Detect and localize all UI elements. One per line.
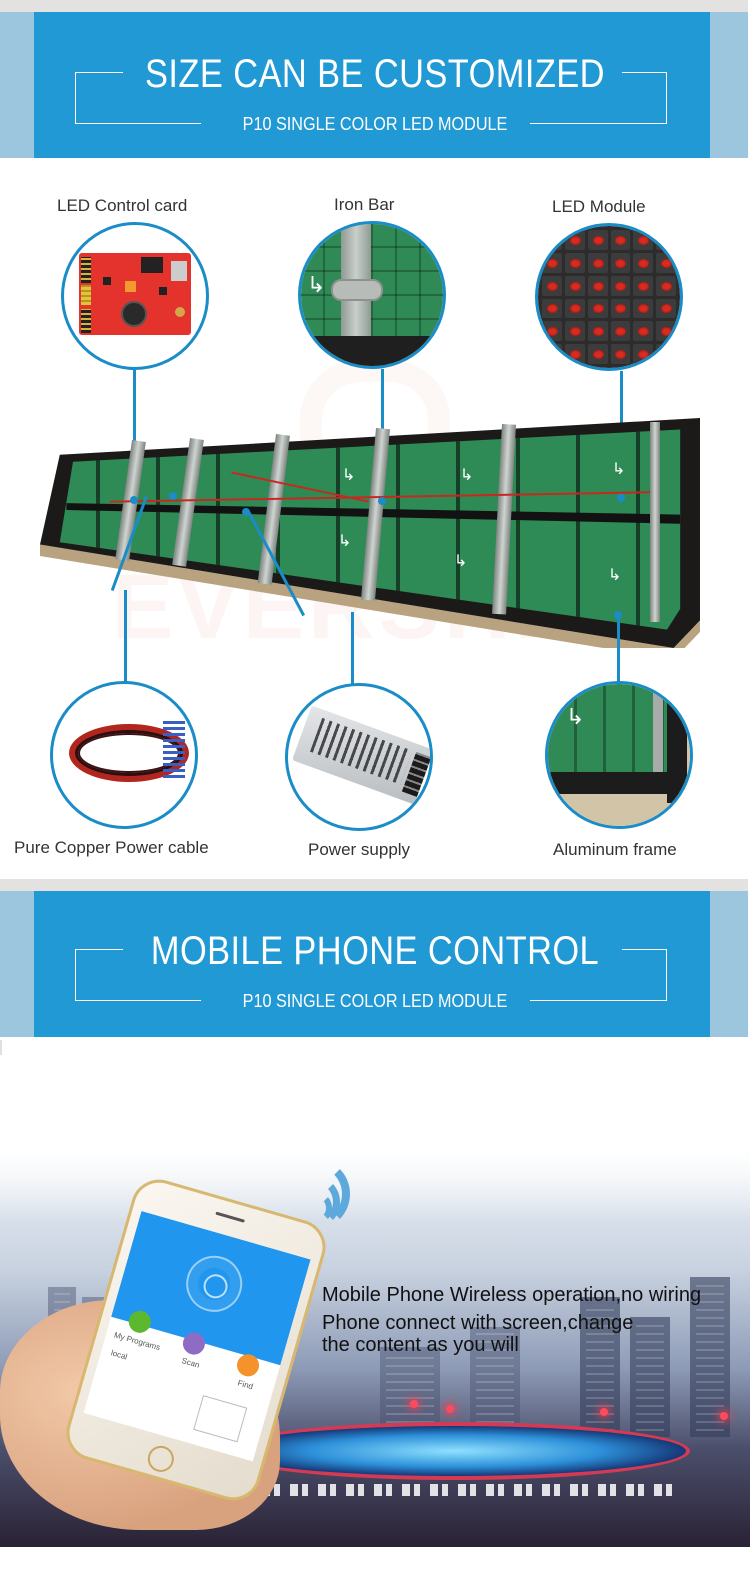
label-control-card: LED Control card [57,196,188,215]
aluminum-rail [650,422,660,622]
arrow-icon: ↳ [338,533,352,550]
connector-line [133,370,136,470]
iron-bar-image: ↳ [298,221,446,369]
control-card-image [61,222,209,370]
connector-line [351,612,354,684]
label-iron-bar: Iron Bar [334,195,395,214]
psu-box [292,705,430,805]
psu-terminals [401,752,430,797]
pin-header [81,257,91,283]
find-label: Find [236,1378,255,1392]
banner-main [34,891,710,1037]
label-led-module: LED Module [552,197,646,216]
page-bottom [0,1547,750,1569]
feature-line-3: the content as you will [322,1334,519,1356]
arrow-icon: ↳ [612,461,626,478]
connector-dot [242,508,250,516]
banner-frame-line [622,949,667,1000]
banner-top-strip [0,0,748,12]
banner-side-left [0,891,34,1037]
banner-frame-line [75,1000,201,1001]
usb-port [171,261,187,281]
my-programs-label: My Programs [113,1330,162,1353]
connector-dot [378,497,386,505]
arrow-icon: ↳ [454,553,468,570]
red-light [720,1412,728,1420]
size-banner: SIZE CAN BE CUSTOMIZED P10 SINGLE COLOR … [0,0,750,160]
banner-frame-line [530,123,667,124]
banner-title: SIZE CAN BE CUSTOMIZED [145,52,605,96]
bar-clamp [331,279,383,301]
frame-horizontal [548,772,679,795]
red-light [446,1405,454,1413]
divider [0,1040,2,1055]
arrow-icon: ↳ [342,467,356,484]
local-label: local [109,1348,129,1362]
label-aluminum-frame: Aluminum frame [553,840,677,859]
frame-edge [301,336,443,366]
power-supply-image [285,683,433,831]
led-display-panel: ↳ ↳ ↳ ↳ ↳ ↳ [40,418,700,648]
connector-dot [617,494,625,502]
power-cable-image [50,681,198,829]
empty-state-icon [193,1395,248,1443]
led-module-image [535,223,683,371]
arrow-icon: ↳ [566,704,585,729]
city-building [630,1317,670,1437]
banner-top-strip [0,879,748,891]
label-power-cable: Pure Copper Power cable [14,838,209,857]
banner-frame-line [622,72,667,123]
aluminum-rail [653,684,664,773]
connector-dot [169,492,177,500]
pcb-corner [548,684,668,773]
led-grid [538,226,680,368]
banner-title: MOBILE PHONE CONTROL [150,929,600,973]
city-building [690,1277,730,1437]
city-building [470,1327,520,1437]
pcb-board [79,253,191,335]
banner-side-right [710,891,748,1037]
banner-frame-line [530,1000,667,1001]
red-light [600,1408,608,1416]
aluminum-frame-image: ↳ [545,681,693,829]
stage-top [220,1422,690,1480]
mobile-banner: MOBILE PHONE CONTROL P10 SINGLE COLOR LE… [0,879,750,1039]
banner-side-right [710,12,748,158]
banner-frame-line [75,949,123,1000]
pin-header [81,309,91,333]
connector-line [617,615,620,683]
antenna-connector [175,307,185,317]
ic-chip [103,277,111,285]
feature-line-2: Phone connect with screen,change [322,1312,634,1334]
pin-header [81,285,91,305]
arrow-icon: ↳ [307,272,326,297]
banner-subtitle: P10 SINGLE COLOR LED MODULE [242,114,508,134]
arrow-icon: ↳ [608,567,622,584]
connector-line [124,590,127,688]
banner-main [34,12,710,158]
banner-subtitle: P10 SINGLE COLOR LED MODULE [242,991,508,1011]
red-light [410,1400,418,1408]
banner-side-left [0,12,34,158]
connector-dot [130,496,138,504]
ic-chip [159,287,167,295]
terminal-block [141,257,163,273]
arrow-icon: ↳ [460,467,474,484]
stage-triangle-pattern [234,1484,676,1496]
connector-line [381,369,384,471]
wifi-icon [312,1155,376,1229]
label-power-supply: Power supply [308,840,411,859]
banner-frame-line [75,72,123,123]
coin-battery [121,301,147,327]
feature-line-1: Mobile Phone Wireless operation,no wirin… [322,1284,702,1306]
scan-label: Scan [180,1356,201,1370]
card-logo [125,281,136,292]
cable-terminals [163,718,185,778]
connector-line [620,371,623,466]
banner-frame-line [75,123,201,124]
led-stage-platform [220,1422,690,1532]
